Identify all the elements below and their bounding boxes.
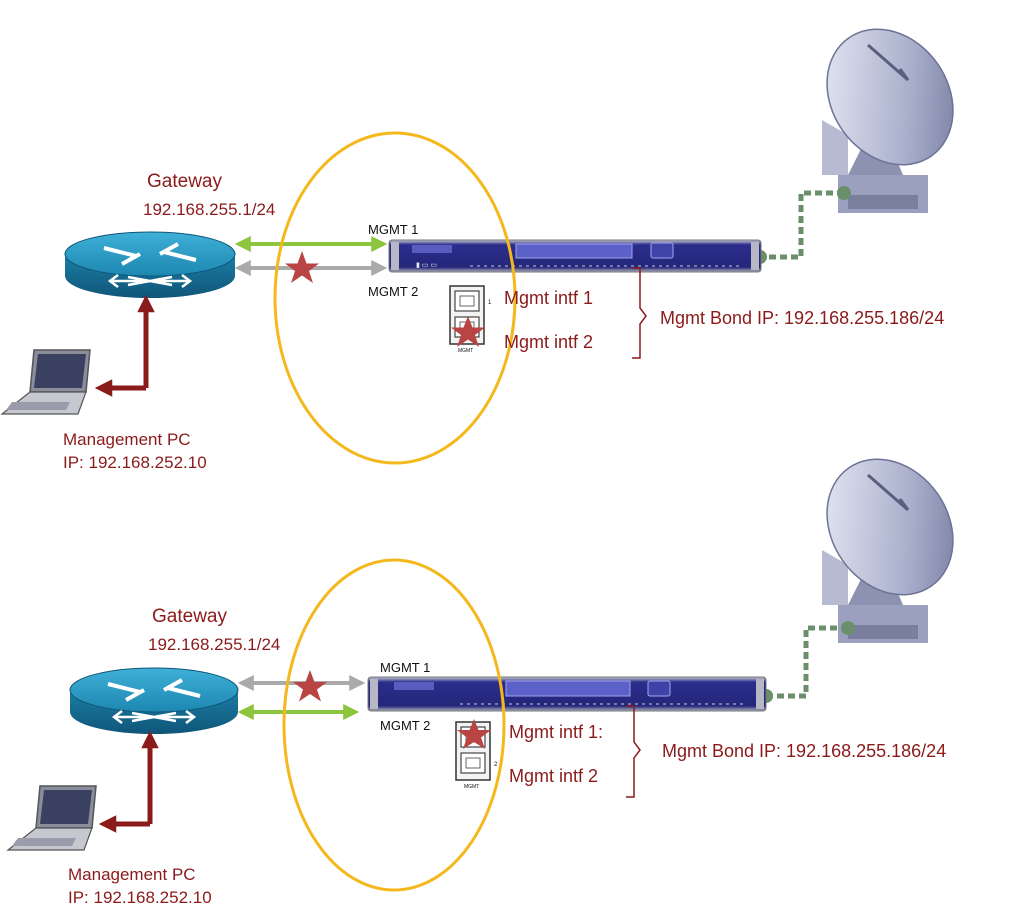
- dish-link-node: [841, 621, 855, 635]
- modem-device-icon: [367, 676, 767, 712]
- mgmt-intf2-label: Mgmt intf 2: [504, 332, 593, 352]
- failure-star-icon: [457, 719, 491, 749]
- pc-ip: IP: 192.168.252.10: [63, 453, 207, 472]
- pc-ip: IP: 192.168.252.10: [68, 888, 212, 907]
- pc-label: Management PC: [68, 865, 196, 884]
- failure-star-icon: [293, 670, 327, 702]
- gateway-label: Gateway: [147, 171, 222, 192]
- mgmt1-label: MGMT 1: [380, 660, 430, 675]
- mgmt1-label: MGMT 1: [368, 222, 418, 237]
- failure-star-icon: [451, 316, 485, 347]
- scenario-1: ▮ ▭ ▭ 1 MGMT: [0, 28, 954, 472]
- svg-text:MGMT: MGMT: [464, 784, 479, 790]
- mgmt-intf1-label: Mgmt intf 1:: [509, 722, 603, 742]
- pc-label: Management PC: [63, 430, 191, 449]
- mgmt-intf1-label: Mgmt intf 1: [504, 288, 593, 308]
- svg-text:MGMT: MGMT: [458, 348, 473, 354]
- laptop-icon: [6, 785, 97, 851]
- failure-star-icon: [285, 251, 319, 283]
- svg-text:1: 1: [488, 300, 492, 306]
- bond-bracket: [626, 705, 641, 798]
- bond-bracket: [632, 267, 647, 359]
- svg-text:2: 2: [494, 762, 498, 768]
- dish-link-line: [762, 190, 844, 260]
- satellite-dish-icon: [822, 458, 954, 643]
- mgmt2-label: MGMT 2: [380, 718, 430, 733]
- gateway-ip: 192.168.255.1/24: [143, 200, 275, 219]
- laptop-icon: [0, 349, 91, 415]
- mgmt2-label: MGMT 2: [368, 284, 418, 299]
- scenario-2: 2 MGMT: [6, 458, 954, 907]
- router-icon: [69, 667, 239, 734]
- bond-ip-label: Mgmt Bond IP: 192.168.255.186/24: [660, 308, 944, 328]
- bond-ip-label: Mgmt Bond IP: 192.168.255.186/24: [662, 741, 946, 761]
- mgmt-intf2-label: Mgmt intf 2: [509, 766, 598, 786]
- dish-link-line: [768, 625, 848, 699]
- dish-link-node: [837, 186, 851, 200]
- gateway-label: Gateway: [152, 606, 227, 627]
- bond-highlight-ellipse: [273, 131, 517, 465]
- modem-device-icon: ▮ ▭ ▭: [388, 239, 762, 273]
- router-icon: [64, 231, 236, 298]
- gateway-ip: 192.168.255.1/24: [148, 635, 280, 654]
- satellite-dish-icon: [822, 28, 954, 213]
- rj45-port-icon: 1 MGMT: [449, 285, 492, 354]
- bond-highlight-ellipse: [282, 558, 506, 892]
- svg-text:▮ ▭ ▭: ▮ ▭ ▭: [416, 262, 437, 269]
